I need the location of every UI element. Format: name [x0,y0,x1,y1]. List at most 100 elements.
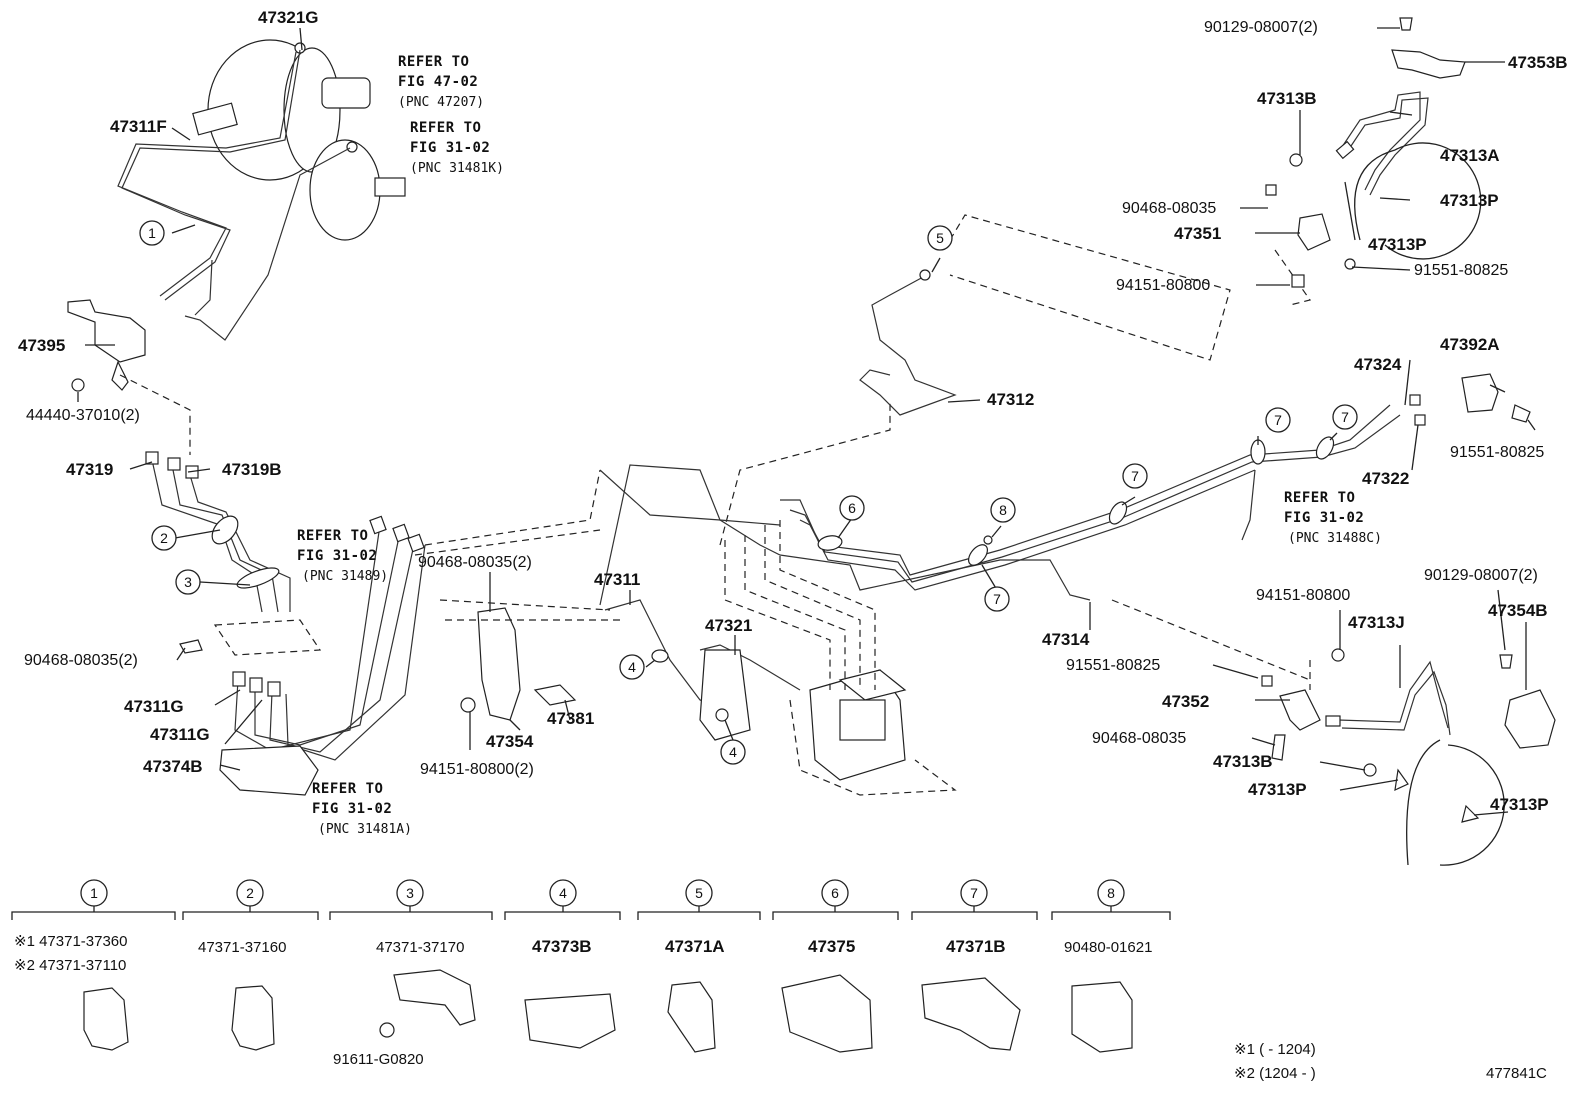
label-90129-08007-top: 90129-08007(2) [1204,19,1318,36]
svg-text:FIG 31-02: FIG 31-02 [410,140,490,156]
svg-text:REFER TO: REFER TO [312,781,383,797]
svg-text:FIG 31-02: FIG 31-02 [312,801,392,817]
legend-num-7: 7 [970,885,978,901]
label-47313A: 47313A [1440,146,1500,165]
svg-text:FIG 47-02: FIG 47-02 [398,74,478,90]
label-47311G-a: 47311G [124,697,184,716]
label-91551-80825-mid: 91551-80825 [1066,657,1160,674]
svg-text:(PNC 31481K): (PNC 31481K) [410,161,504,176]
legend-6-part: 47375 [808,937,855,956]
label-47354B: 47354B [1488,601,1548,620]
legend-num-5: 5 [695,885,703,901]
callout-4a: 4 [628,659,636,675]
callout-7d: 7 [993,591,1001,607]
label-47313P-a: 47313P [1440,191,1499,210]
label-47311G-b: 47311G [150,725,210,744]
label-47324: 47324 [1354,355,1402,374]
label-47392A: 47392A [1440,335,1500,354]
legend-num-1: 1 [90,885,98,901]
label-47381: 47381 [547,709,594,728]
clamp-4-icon [524,993,616,1049]
refer-note-31481A: REFER TO FIG 31-02 (PNC 31481A) [312,781,412,837]
bracket-47351 [1297,213,1331,251]
label-47312: 47312 [987,390,1034,409]
legend-3-part: 47371-37170 [376,939,464,956]
legend-1-part-b: ※2 47371-37110 [14,957,126,974]
label-94151-80800-mid: 94151-80800 [1256,587,1350,604]
callout-8: 8 [999,502,1007,518]
legend-section: 1 2 3 4 5 6 7 8 ※1 47371-37360 ※2 47371-… [11,879,1171,1068]
label-47321G: 47321G [258,8,319,27]
label-44440-37010: 44440-37010(2) [26,407,140,424]
label-47353B: 47353B [1508,53,1568,72]
bolt-91611-icon [379,1022,395,1038]
label-47322: 47322 [1362,469,1409,488]
label-47319: 47319 [66,460,113,479]
label-47313P-c: 47313P [1248,780,1307,799]
callout-7a: 7 [1274,412,1282,428]
legend-4-part: 47373B [532,937,592,956]
label-47321: 47321 [705,616,752,635]
bolt-44440-icon [71,378,85,392]
part-labels: 47321G 47311F 47395 44440-37010(2) 47319… [18,8,1568,814]
legend-num-8: 8 [1107,885,1115,901]
label-90468-08035-2a: 90468-08035(2) [24,652,138,669]
clamp-2-icon [231,985,275,1051]
callout-7c: 7 [1131,468,1139,484]
legend-num-2: 2 [246,885,254,901]
label-90129-08007-right: 90129-08007(2) [1424,567,1538,584]
svg-text:REFER TO: REFER TO [410,120,481,136]
bracket-47353B [1391,49,1466,79]
footnote-2: ※2 (1204 - ) [1234,1065,1316,1082]
label-94151-80800-top: 94151-80800 [1116,277,1210,294]
svg-text:REFER TO: REFER TO [297,528,368,544]
svg-text:(PNC 31488C): (PNC 31488C) [1288,531,1382,546]
callout-1: 1 [148,225,156,241]
legend-circles [80,879,1125,907]
label-47395: 47395 [18,336,65,355]
leader-lines [77,27,1536,816]
label-47319B: 47319B [222,460,282,479]
callout-4b: 4 [729,744,737,760]
label-91551-80825-right: 91551-80825 [1450,444,1544,461]
label-47313B-bot: 47313B [1213,752,1273,771]
callout-3: 3 [184,574,192,590]
legend-num-3: 3 [406,885,414,901]
clamp-3-icon [393,969,476,1026]
clamp-6-icon [781,974,873,1053]
label-94151-80800-2: 94151-80800(2) [420,761,534,778]
svg-text:(PNC 47207): (PNC 47207) [398,95,484,110]
legend-1-part-a: ※1 47371-37360 [14,933,128,950]
callout-7b: 7 [1341,409,1349,425]
label-47374B: 47374B [143,757,203,776]
legend-num-6: 6 [831,885,839,901]
clamp-7-icon [921,977,1021,1051]
clamp-8-icon [1071,981,1133,1053]
legend-3-bolt: 91611-G0820 [333,1051,424,1068]
refer-note-31489: REFER TO FIG 31-02 (PNC 31489) [297,528,388,584]
legend-5-part: 47371A [665,937,725,956]
footnotes: ※1 ( - 1204) ※2 (1204 - ) 477841C [1234,1041,1547,1082]
label-47314: 47314 [1042,630,1090,649]
clamp-47374B [219,745,319,796]
label-91551-80825-top: 91551-80825 [1414,262,1508,279]
callout-numbers: 1 2 3 4 4 5 6 7 7 7 7 8 [148,225,1349,760]
refer-note-31488C: REFER TO FIG 31-02 (PNC 31488C) [1284,490,1382,546]
label-47313B-top: 47313B [1257,89,1317,108]
abs-actuator [789,669,957,796]
clamp-5-icon [667,981,716,1053]
callout-2: 2 [160,530,168,546]
label-47311: 47311 [594,570,640,589]
refer-note-31481K: REFER TO FIG 31-02 (PNC 31481K) [410,120,504,176]
legend-num-4: 4 [559,885,567,901]
label-47352: 47352 [1162,692,1209,711]
callout-markers [139,220,1358,765]
svg-text:(PNC 31489): (PNC 31489) [302,569,388,584]
footnote-1: ※1 ( - 1204) [1234,1041,1316,1058]
bracket-47395 [67,299,146,391]
refer-note-47207: REFER TO FIG 47-02 (PNC 47207) [398,54,484,110]
label-90468-08035-2b: 90468-08035(2) [418,554,532,571]
label-47354: 47354 [486,732,534,751]
clamp-1-icon [83,987,129,1051]
label-47313P-d: 47313P [1490,795,1549,814]
